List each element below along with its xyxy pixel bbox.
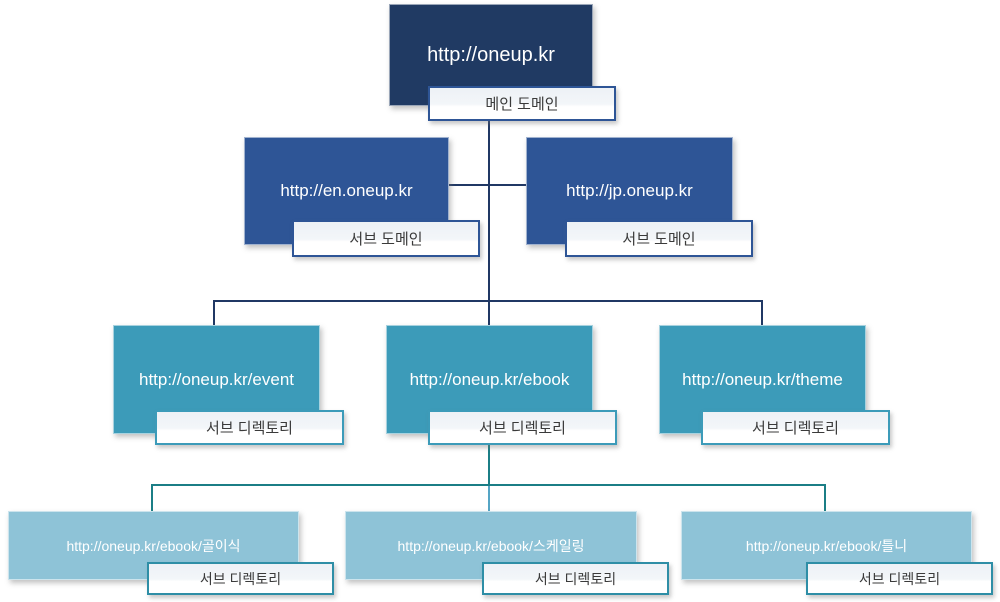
- node-type-label-sub-domain-en: 서브 도메인: [292, 220, 480, 257]
- connector-ebook-stem: [488, 441, 490, 485]
- node-type-label-sub-directory-event: 서브 디렉토리: [155, 410, 344, 445]
- connector-main-trunk: [488, 104, 490, 325]
- node-type-label-sub-directory-theme: 서브 디렉토리: [701, 410, 890, 445]
- connector-drop-event: [213, 300, 215, 325]
- connector-subdomain-horizontal: [447, 184, 526, 186]
- node-type-label-ebook-teulni: 서브 디렉토리: [806, 562, 993, 595]
- connector-drop-golisik: [151, 484, 153, 512]
- connector-drop-teulni: [824, 484, 826, 512]
- connector-ebook-children-horizontal: [151, 484, 826, 486]
- connector-subdirectory-horizontal: [213, 300, 763, 302]
- node-type-label-sub-directory-ebook: 서브 디렉토리: [428, 410, 617, 445]
- connector-drop-theme: [761, 300, 763, 325]
- node-sub-domain-jp: http://jp.oneup.kr: [526, 137, 733, 245]
- connector-drop-scaling: [488, 486, 490, 512]
- node-type-label-main-domain: 메인 도메인: [428, 86, 616, 121]
- node-type-label-sub-domain-jp: 서브 도메인: [565, 220, 753, 257]
- node-type-label-ebook-golisik: 서브 디렉토리: [147, 562, 334, 595]
- node-type-label-ebook-scaling: 서브 디렉토리: [482, 562, 669, 595]
